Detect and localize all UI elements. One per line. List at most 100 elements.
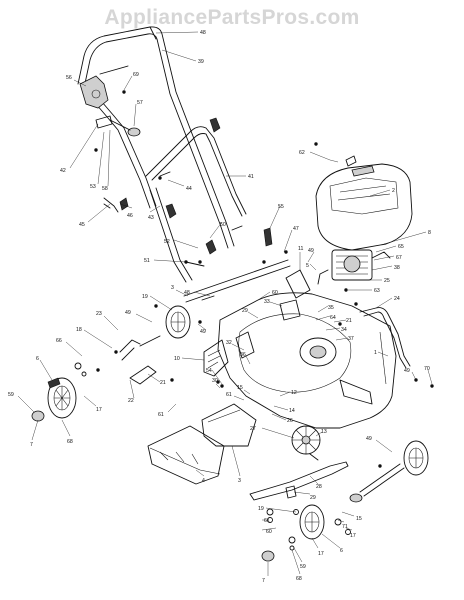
callout-7-b: 7 — [262, 562, 269, 584]
svg-text:12: 12 — [291, 390, 297, 396]
svg-text:54: 54 — [206, 368, 212, 374]
callout-26: 26 — [271, 413, 293, 424]
callout-10: 10 — [174, 356, 205, 362]
svg-text:23: 23 — [96, 311, 102, 317]
svg-text:51: 51 — [144, 258, 150, 264]
svg-text:30: 30 — [212, 378, 218, 384]
svg-text:19: 19 — [142, 294, 148, 300]
svg-text:15: 15 — [237, 385, 243, 391]
svg-text:8: 8 — [428, 230, 431, 236]
callout-2: 2 — [369, 188, 395, 197]
svg-text:18: 18 — [76, 327, 82, 333]
callout-13: 13 — [315, 429, 327, 437]
callout-56: 56 — [66, 75, 87, 87]
callout-34: 34 — [325, 327, 347, 333]
callout-49-b: 49 — [125, 310, 153, 323]
svg-text:6: 6 — [36, 356, 39, 362]
height-adjust-levers — [119, 335, 161, 385]
front-axle-rod — [359, 307, 411, 369]
callout-62: 62 — [299, 150, 331, 161]
callout-61-b: 61 — [158, 403, 177, 418]
callout-29: 29 — [242, 308, 259, 319]
svg-text:65: 65 — [398, 244, 404, 250]
callout-35: 35 — [317, 305, 334, 313]
svg-text:64: 64 — [330, 315, 336, 321]
svg-text:36: 36 — [240, 352, 246, 358]
svg-text:43: 43 — [148, 215, 154, 221]
svg-text:17: 17 — [96, 407, 102, 413]
svg-text:47: 47 — [293, 226, 299, 232]
callout-3-a: 3 — [171, 285, 189, 297]
callout-24: 24 — [375, 296, 400, 309]
callout-32: 32 — [226, 340, 245, 351]
svg-text:33: 33 — [264, 299, 270, 305]
callout-59-a: 59 — [8, 392, 35, 413]
svg-text:62: 62 — [299, 150, 305, 156]
callout-17-c: 17 — [311, 537, 324, 557]
callout-4: 4 — [195, 469, 205, 484]
blade-bolt-washer — [266, 485, 297, 523]
svg-text:19: 19 — [258, 506, 264, 512]
svg-text:48: 48 — [200, 30, 206, 36]
svg-text:53: 53 — [90, 184, 96, 190]
callout-46: 46 — [119, 203, 133, 219]
mower-deck — [217, 292, 397, 429]
svg-text:1: 1 — [374, 350, 377, 356]
svg-text:60: 60 — [272, 290, 278, 296]
callout-50: 50 — [209, 221, 226, 239]
rear-left-wheel — [47, 377, 77, 419]
svg-text:24: 24 — [394, 296, 400, 302]
svg-text:34: 34 — [341, 327, 347, 333]
svg-text:38: 38 — [394, 265, 400, 271]
svg-text:57: 57 — [137, 100, 143, 106]
callout-68-a: 68 — [61, 419, 73, 445]
callout-49-a: 49 — [307, 248, 315, 263]
svg-text:21: 21 — [160, 380, 166, 386]
callout-25: 25 — [368, 278, 390, 284]
callout-15-b: 15 — [341, 511, 362, 522]
callout-36: 36 — [240, 352, 251, 365]
svg-text:17: 17 — [350, 533, 356, 539]
callout-48-b: 48 — [184, 290, 211, 297]
svg-text:25: 25 — [384, 278, 390, 284]
callout-57: 57 — [133, 100, 143, 127]
callout-43: 43 — [148, 205, 161, 221]
callout-49-d: 49 — [404, 368, 417, 381]
callout-41: 41 — [226, 174, 254, 180]
svg-text:5: 5 — [306, 263, 309, 269]
svg-text:66: 66 — [56, 338, 62, 344]
callout-49-c: 49 — [197, 323, 207, 335]
callout-8: 8 — [383, 230, 431, 245]
svg-text:29: 29 — [242, 308, 248, 314]
svg-text:70: 70 — [424, 366, 430, 372]
front-right-wheel — [403, 440, 429, 476]
svg-text:60: 60 — [266, 529, 272, 535]
svg-text:63: 63 — [374, 288, 380, 294]
callout-28: 28 — [309, 475, 322, 490]
callout-38: 38 — [371, 265, 400, 271]
svg-text:21: 21 — [346, 318, 352, 324]
svg-text:35: 35 — [328, 305, 334, 311]
svg-text:58: 58 — [102, 186, 108, 192]
callout-37: 37 — [335, 336, 354, 342]
callout-7-a: 7 — [30, 419, 39, 448]
svg-text:49: 49 — [308, 248, 314, 254]
handle-knobs — [119, 117, 273, 255]
callout-48: 48 — [155, 30, 206, 36]
svg-text:56: 56 — [66, 75, 72, 81]
svg-text:15: 15 — [356, 516, 362, 522]
svg-text:4: 4 — [202, 478, 205, 484]
svg-text:61: 61 — [226, 392, 232, 398]
blade — [249, 453, 349, 501]
callout-60-b: 60 — [261, 527, 277, 535]
callout-11: 11 — [298, 246, 303, 270]
svg-text:42: 42 — [60, 168, 66, 174]
callout-68-b: 68 — [291, 549, 302, 582]
engine-assembly — [317, 249, 391, 285]
callout-14: 14 — [273, 405, 295, 414]
callout-3-b: 3 — [231, 445, 241, 484]
svg-text:37: 37 — [348, 336, 354, 342]
callout-1: 1 — [374, 350, 389, 357]
svg-text:61: 61 — [264, 518, 270, 524]
